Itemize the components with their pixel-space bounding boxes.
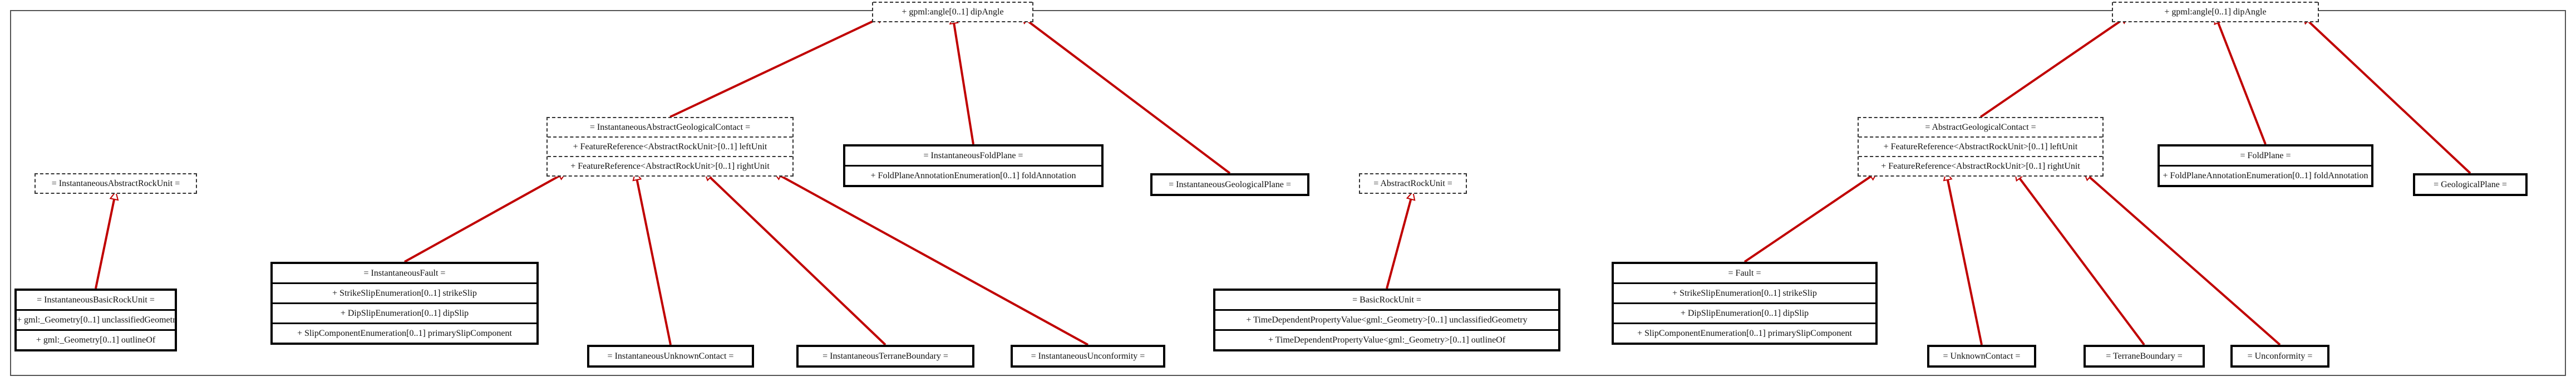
generalization-line [669, 18, 879, 118]
class-name: = InstantaneousAbstractGeologicalContact… [589, 123, 751, 132]
class-fault: = Fault = + StrikeSlipEnumeration[0..1] s… [1612, 262, 1878, 345]
generalization-line [709, 177, 886, 346]
class-geological-plane: = GeologicalPlane = [2413, 173, 2528, 196]
class-name: = InstantaneousFoldPlane = [923, 151, 1023, 160]
class-attribute: + FeatureReference<AbstractRockUnit>[0..… [548, 136, 792, 156]
generalization-line [1386, 198, 1412, 289]
class-attribute: + StrikeSlipEnumeration[0..1] strikeSlip [273, 282, 536, 302]
class-attribute: + SlipComponentEnumeration[0..1] primary… [1614, 323, 1875, 343]
class-inst-geological-plane: = InstantaneousGeologicalPlane = [1150, 173, 1309, 196]
generalization-line [2089, 176, 2281, 346]
class-attribute: + FoldPlaneAnnotationEnumeration[0..1] f… [845, 165, 1101, 185]
class-name: = Unconformity = [2247, 351, 2313, 361]
generalization-line [1743, 175, 1871, 263]
class-name: = InstantaneousUnknownContact = [607, 351, 734, 361]
generalization-line [1979, 19, 2123, 118]
generalization-line [2018, 178, 2145, 346]
generalization-line [1946, 179, 1983, 345]
class-name: = UnknownContact = [1943, 351, 2021, 361]
class-attribute: + FeatureReference<AbstractRockUnit>[0..… [1859, 156, 2102, 175]
class-attribute: + FeatureReference<AbstractRockUnit>[0..… [548, 156, 792, 175]
class-inst-abstract-plane: = InstantaneousAbstractGeologicalPlane =… [872, 0, 1033, 22]
class-name: = AbstractGeologicalContact = [1925, 123, 2036, 132]
generalization-line [404, 175, 560, 263]
class-name: = InstantaneousTerraneBoundary = [822, 351, 948, 361]
generalization-line [636, 179, 672, 345]
class-unconformity: = Unconformity = [2230, 345, 2329, 368]
class-abstract-contact: = AbstractGeologicalContact = + FeatureRe… [1858, 117, 2104, 177]
class-fold-plane: = FoldPlane = + FoldPlaneAnnotationEnumer… [2158, 144, 2373, 187]
class-attribute: + gpml:angle[0..1] dipAngle [873, 2, 1032, 21]
class-name: = Fault = [1728, 268, 1761, 278]
class-attribute: + TimeDependentPropertyValue<gml:_Geomet… [1215, 309, 1558, 329]
class-attribute: + FeatureReference<AbstractRockUnit>[0..… [1859, 136, 2102, 156]
class-attribute: + SlipComponentEnumeration[0..1] primary… [273, 323, 536, 343]
diagram-frame [10, 10, 2566, 376]
class-attribute: + gpml:angle[0..1] dipAngle [2113, 2, 2318, 21]
class-attribute: + DipSideEnumeration[0..1] dipSide [873, 0, 1032, 2]
class-name: = InstantaneousBasicRockUnit = [37, 295, 155, 305]
class-abstract-plane: = AbstractGeologicalPlane =+ TimeDepende… [2112, 0, 2319, 22]
class-name: = InstantaneousGeologicalPlane = [1169, 180, 1291, 189]
class-attribute: + gml:_Geometry[0..1] unclassifiedGeomet… [17, 309, 175, 329]
generalization-line [2307, 20, 2471, 174]
class-attribute: + DipSlipEnumeration[0..1] dipSlip [1614, 302, 1875, 323]
class-inst-fold-plane: = InstantaneousFoldPlane = + FoldPlaneAnn… [843, 144, 1104, 187]
generalization-line [1026, 19, 1231, 174]
generalization-line [780, 174, 1088, 346]
class-inst-unknown-contact: = InstantaneousUnknownContact = [587, 345, 754, 368]
class-inst-unconformity: = InstantaneousUnconformity = [1011, 345, 1165, 368]
class-name: = TerraneBoundary = [2106, 351, 2183, 361]
class-attribute: + StrikeSlipEnumeration[0..1] strikeSlip [1614, 282, 1875, 302]
generalization-line [2217, 22, 2267, 145]
class-attribute: + gml:_Geometry[0..1] outlineOf [17, 329, 175, 349]
class-name: = InstantaneousFault = [363, 268, 446, 278]
class-abstract-rock-unit: = AbstractRockUnit = [1359, 173, 1467, 194]
class-inst-terrane-boundary: = InstantaneousTerraneBoundary = [796, 345, 974, 368]
class-name: = BasicRockUnit = [1352, 295, 1421, 305]
class-name: = InstantaneousUnconformity = [1031, 351, 1145, 361]
class-unknown-contact: = UnknownContact = [1927, 345, 2036, 368]
class-attribute: + DipSlipEnumeration[0..1] dipSlip [273, 302, 536, 323]
class-attribute: + FoldPlaneAnnotationEnumeration[0..1] f… [2160, 165, 2371, 185]
class-name: = GeologicalPlane = [2434, 180, 2507, 189]
class-inst-abstract-rock-unit: = InstantaneousAbstractRockUnit = [35, 173, 197, 194]
class-inst-fault: = InstantaneousFault = + StrikeSlipEnumer… [270, 262, 539, 345]
class-name: = FoldPlane = [2240, 151, 2291, 160]
class-name: = AbstractRockUnit = [1373, 179, 1452, 188]
generalization-line [95, 199, 116, 289]
class-terrane-boundary: = TerraneBoundary = [2084, 345, 2205, 368]
class-name: = InstantaneousAbstractRockUnit = [51, 179, 180, 188]
class-basic-rock-unit: = BasicRockUnit = + TimeDependentProperty… [1213, 289, 1560, 351]
class-inst-abstract-contact: = InstantaneousAbstractGeologicalContact… [546, 117, 794, 177]
class-attribute: + TimeDependentPropertyValue<gml:_Geomet… [1215, 329, 1558, 349]
class-inst-basic-rock-unit: = InstantaneousBasicRockUnit = + gml:_Geo… [14, 289, 177, 351]
generalization-line [953, 23, 974, 145]
